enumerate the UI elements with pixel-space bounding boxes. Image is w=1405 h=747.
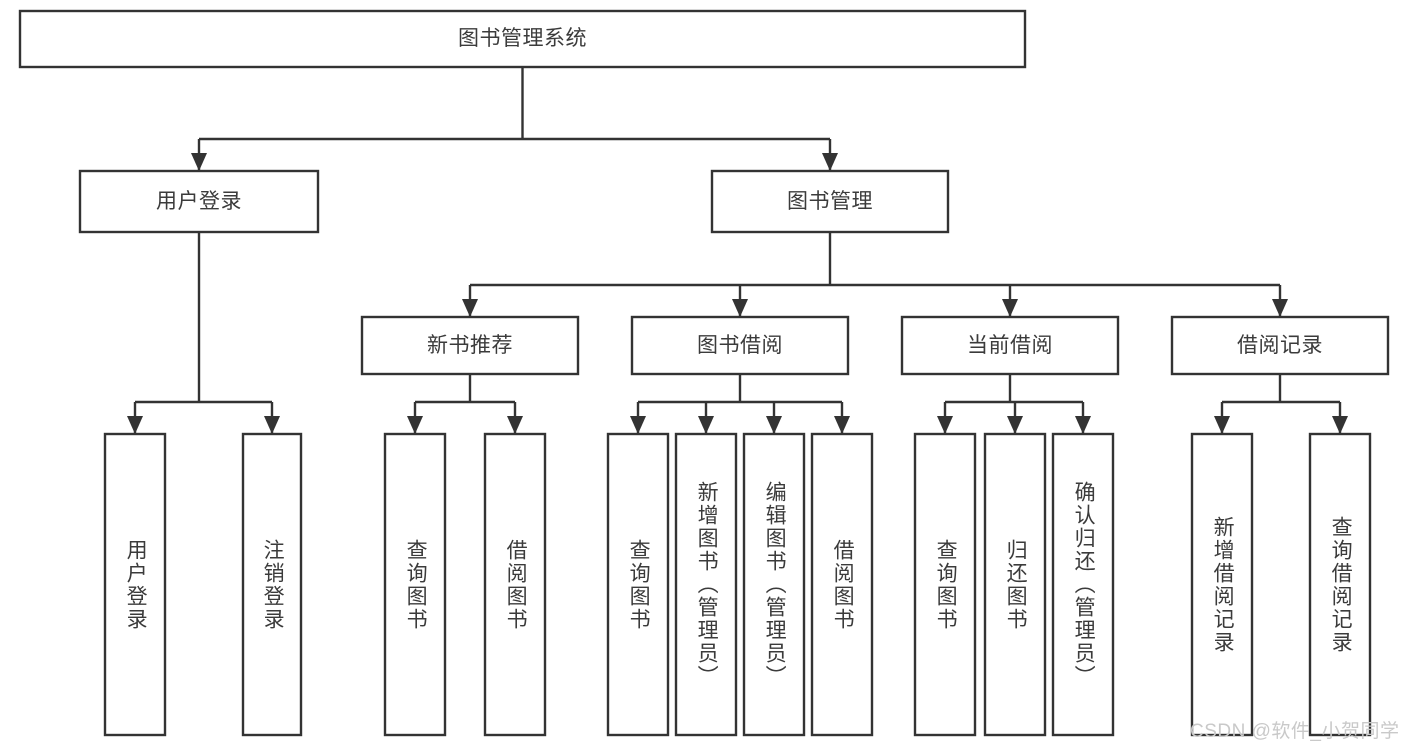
node-box-leaf-borrow-book-rec[interactable] <box>483 432 547 737</box>
arrow-head-icon <box>937 416 953 434</box>
connectors-layer <box>127 67 1348 434</box>
node-box-leaf-edit-book[interactable] <box>742 432 806 737</box>
node-box-leaf-query-record[interactable] <box>1308 432 1372 737</box>
boxes-layer <box>18 9 1390 737</box>
node-box-root[interactable] <box>18 9 1027 69</box>
arrow-head-icon <box>1214 416 1230 434</box>
node-box-leaf-query-book-borrow[interactable] <box>606 432 670 737</box>
node-box-borrow-record[interactable] <box>1170 315 1390 376</box>
node-box-leaf-query-book-rec[interactable] <box>383 432 447 737</box>
node-box-leaf-add-book[interactable] <box>674 432 738 737</box>
arrow-head-icon <box>462 299 478 317</box>
node-box-leaf-user-login[interactable] <box>103 432 167 737</box>
arrow-head-icon <box>127 416 143 434</box>
arrow-head-icon <box>698 416 714 434</box>
arrow-head-icon <box>834 416 850 434</box>
arrow-head-icon <box>766 416 782 434</box>
node-box-book-borrow[interactable] <box>630 315 850 376</box>
node-box-current-borrow[interactable] <box>900 315 1120 376</box>
arrow-head-icon <box>732 299 748 317</box>
node-box-leaf-add-record[interactable] <box>1190 432 1254 737</box>
node-box-leaf-borrow-book[interactable] <box>810 432 874 737</box>
node-box-leaf-query-book-cur[interactable] <box>913 432 977 737</box>
node-box-leaf-confirm-return[interactable] <box>1051 432 1115 737</box>
node-box-leaf-return-book[interactable] <box>983 432 1047 737</box>
arrow-head-icon <box>407 416 423 434</box>
arrow-head-icon <box>822 153 838 171</box>
watermark-text: CSDN @软件_小贺同学 <box>1190 721 1400 742</box>
node-box-user-login[interactable] <box>78 169 320 234</box>
arrow-head-icon <box>1075 416 1091 434</box>
arrow-head-icon <box>1007 416 1023 434</box>
arrow-head-icon <box>1272 299 1288 317</box>
node-box-leaf-user-logout[interactable] <box>241 432 303 737</box>
node-box-book-manage[interactable] <box>710 169 950 234</box>
arrow-head-icon <box>1332 416 1348 434</box>
arrow-head-icon <box>1002 299 1018 317</box>
node-box-new-book-rec[interactable] <box>360 315 580 376</box>
arrow-head-icon <box>191 153 207 171</box>
arrow-head-icon <box>630 416 646 434</box>
arrow-head-icon <box>507 416 523 434</box>
arrow-head-icon <box>264 416 280 434</box>
